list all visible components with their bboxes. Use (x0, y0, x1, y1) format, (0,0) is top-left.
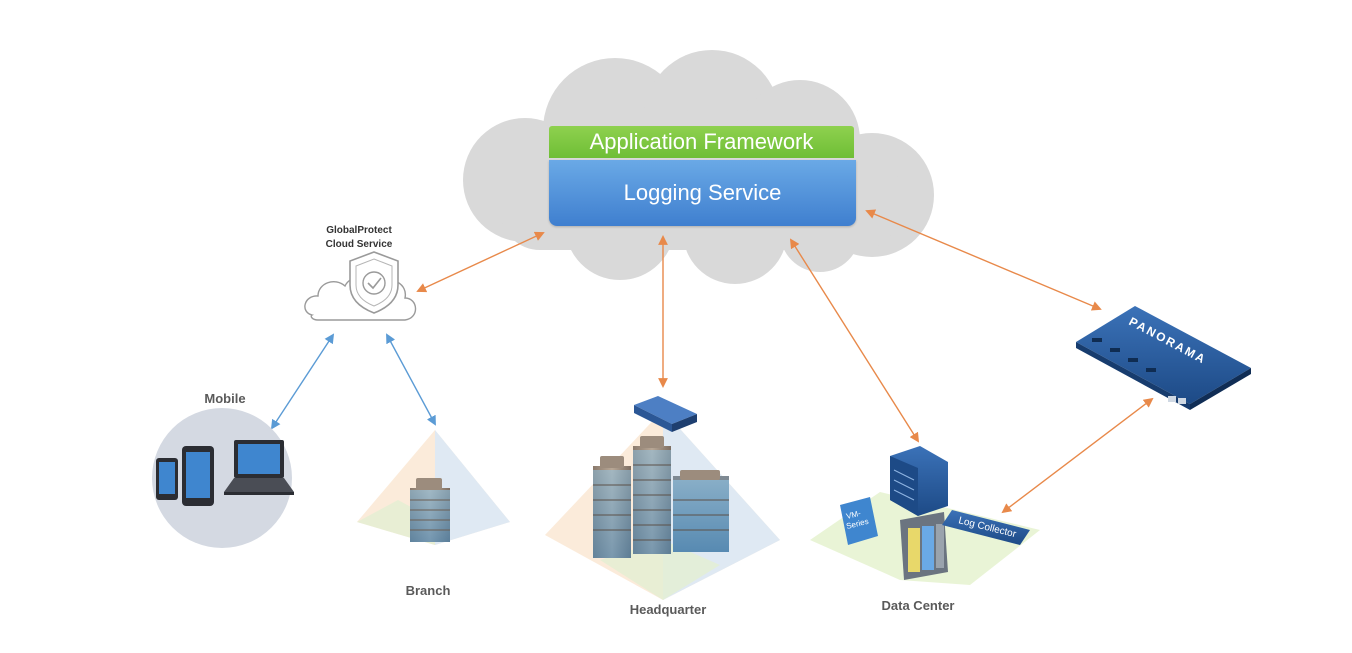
shield-check-icon (349, 251, 399, 314)
vm-series-label-line1: VM- (845, 509, 862, 521)
globalprotect-label-line2: Cloud Service (325, 239, 393, 250)
link-panorama-to-logging (865, 209, 1102, 311)
link-branch-to-gp (386, 333, 436, 426)
globalprotect-label-line1: GlobalProtect (326, 225, 392, 236)
data-center-icon (810, 446, 1040, 585)
link-gp-to-logging (416, 231, 545, 293)
headquarter-building-icon (545, 410, 780, 600)
link-dc-to-logging (789, 238, 920, 443)
branch-label: Branch (405, 583, 451, 598)
link-panorama-to-logcollector (1001, 397, 1154, 514)
firewall-device-icon (634, 396, 697, 432)
link-mobile-to-gp (270, 333, 335, 430)
panorama-appliance-icon (1076, 306, 1251, 410)
mobile-devices-icon (152, 408, 294, 548)
branch-building-icon (357, 430, 510, 545)
logging-service-band: Logging Service (549, 160, 856, 226)
link-arrows (270, 209, 1154, 514)
headquarter-label: Headquarter (629, 602, 707, 617)
application-framework-band: Application Framework (549, 126, 854, 158)
data-center-label: Data Center (881, 598, 955, 613)
mobile-label: Mobile (204, 391, 246, 406)
globalprotect-label: GlobalProtect Cloud Service (300, 224, 418, 252)
